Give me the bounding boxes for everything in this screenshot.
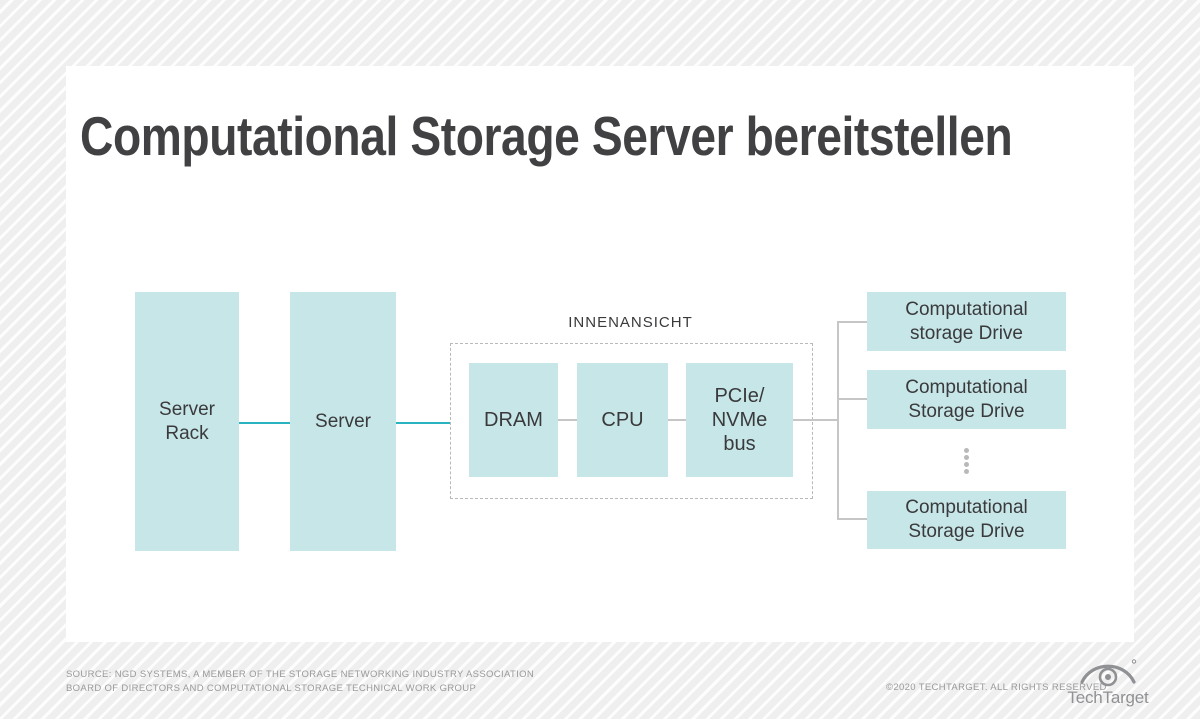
diagram-title: Computational Storage Server bereitstell… <box>80 105 1013 167</box>
server-rack-label: Server Rack <box>159 398 215 444</box>
connector-rack-server <box>239 422 290 424</box>
bus-label: PCIe/ NVMe bus <box>711 385 768 455</box>
connector-vertical <box>837 321 839 520</box>
bus-box: PCIe/ NVMe bus <box>686 363 793 477</box>
drive-2-label: Computational Storage Drive <box>905 376 1028 422</box>
connector-branch-3 <box>838 518 867 520</box>
source-line-1: SOURCE: NGD SYSTEMS, A MEMBER OF THE STO… <box>66 669 535 680</box>
source-line-2: BOARD OF DIRECTORS AND COMPUTATIONAL STO… <box>66 682 477 694</box>
eye-icon <box>1079 657 1137 692</box>
connector-branch-1 <box>838 321 867 323</box>
server-rack-box: Server Rack <box>135 292 239 551</box>
dot-icon <box>964 462 969 467</box>
server-box: Server <box>290 292 396 551</box>
connector-cpu-bus <box>668 419 686 421</box>
connector-branch-2 <box>838 398 867 400</box>
dram-label: DRAM <box>484 409 543 431</box>
cpu-label: CPU <box>601 409 644 431</box>
copyright-text: ©2020 TECHTARGET. ALL RIGHTS RESERVED <box>886 682 1107 693</box>
ellipsis-dots <box>964 448 969 474</box>
source-attribution: SOURCE: NGD SYSTEMS, A MEMBER OF THE STO… <box>66 668 534 695</box>
inner-view-label: INNENANSICHT <box>568 314 693 331</box>
drive-box-2: Computational Storage Drive <box>867 370 1066 429</box>
dot-icon <box>964 469 969 474</box>
drive-box-1: Computational storage Drive <box>867 292 1066 351</box>
techtarget-logo: TechTarget <box>1067 657 1149 708</box>
connector-dram-cpu <box>558 419 577 421</box>
dot-icon <box>964 455 969 460</box>
drive-box-3: Computational Storage Drive <box>867 491 1066 549</box>
cpu-box: CPU <box>577 363 668 477</box>
inner-view-dashed-box <box>450 343 813 499</box>
server-label: Server <box>315 410 371 432</box>
dram-box: DRAM <box>469 363 558 477</box>
logo-wordmark: TechTarget <box>1067 688 1149 707</box>
drive-3-label: Computational Storage Drive <box>905 497 1028 542</box>
connector-server-innerview <box>396 422 450 424</box>
dot-icon <box>964 448 969 453</box>
connector-bus-out <box>793 419 838 421</box>
drive-1-label: Computational storage Drive <box>905 298 1028 344</box>
